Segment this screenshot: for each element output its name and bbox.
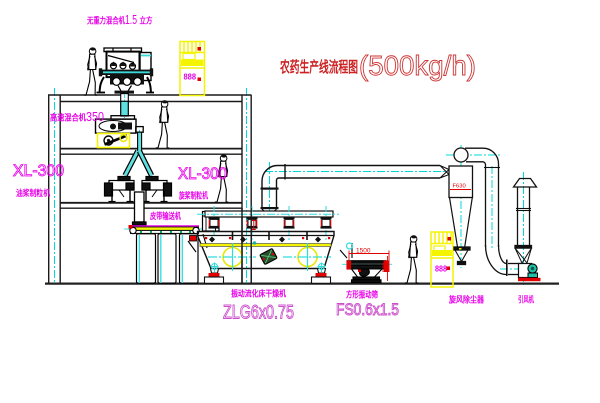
svg-text:(500kg/h): (500kg/h) bbox=[359, 50, 476, 81]
svg-text:油桨制粒机: 油桨制粒机 bbox=[16, 188, 50, 198]
svg-text:888: 888 bbox=[435, 265, 447, 274]
svg-text:方形振动筛: 方形振动筛 bbox=[346, 290, 378, 300]
svg-text:高速混合机: 高速混合机 bbox=[50, 113, 86, 123]
svg-text:XL-300: XL-300 bbox=[178, 164, 227, 183]
svg-text:1500: 1500 bbox=[356, 248, 371, 255]
svg-text:旋风除尘器: 旋风除尘器 bbox=[448, 295, 484, 305]
svg-text:引风机: 引风机 bbox=[518, 295, 534, 305]
svg-text:350: 350 bbox=[86, 110, 104, 124]
svg-text:无重力混合机: 无重力混合机 bbox=[86, 16, 125, 26]
svg-text:1.5: 1.5 bbox=[125, 12, 137, 27]
svg-text:ZLG6x0.75: ZLG6x0.75 bbox=[223, 302, 294, 324]
svg-text:888: 888 bbox=[184, 73, 197, 82]
svg-text:立方: 立方 bbox=[140, 16, 153, 26]
svg-text:振动流化床干燥机: 振动流化床干燥机 bbox=[231, 289, 286, 299]
svg-text:F630: F630 bbox=[453, 184, 466, 190]
svg-text:540: 540 bbox=[382, 263, 388, 272]
svg-text:皮带输送机: 皮带输送机 bbox=[149, 211, 181, 221]
svg-text:旋桨制粒机: 旋桨制粒机 bbox=[178, 191, 208, 201]
svg-text:农药生产线流程图: 农药生产线流程图 bbox=[279, 58, 358, 76]
svg-text:XL-300: XL-300 bbox=[13, 161, 64, 180]
svg-text:FS0.6x1.5: FS0.6x1.5 bbox=[336, 300, 399, 319]
